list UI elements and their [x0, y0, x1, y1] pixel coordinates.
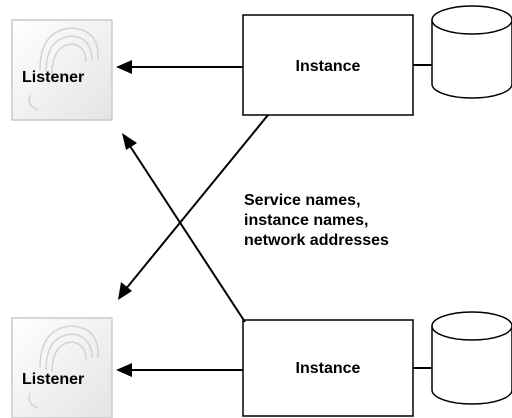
arrow-top-horizontal	[116, 60, 243, 74]
instance-label: Instance	[296, 360, 361, 377]
ear-swirl-icon	[28, 325, 99, 409]
arrow-top-instance-to-bottom-listener	[118, 114, 269, 300]
instance-box	[242, 14, 414, 116]
database-top-icon	[431, 5, 512, 99]
instance-top: Instance	[242, 14, 414, 116]
arrow-bottom-instance-to-top-listener	[122, 133, 246, 323]
listener-label: Listener	[22, 69, 84, 86]
listener-bottom: Listener	[11, 317, 113, 418]
listener-label: Listener	[22, 371, 84, 388]
ear-swirl-icon	[28, 27, 99, 111]
instance-bottom: Instance	[242, 319, 414, 417]
database-bottom-icon	[431, 311, 512, 405]
listener-icon	[11, 19, 113, 121]
arrow-bottom-horizontal	[116, 363, 243, 377]
connection-caption-line-2: instance names,	[244, 212, 369, 229]
connection-caption-line-3: network addresses	[244, 232, 389, 249]
connection-caption-line-1: Service names,	[244, 192, 361, 209]
instance-label: Instance	[296, 58, 361, 75]
listener-icon	[11, 317, 113, 418]
listener-top: Listener	[11, 19, 113, 121]
